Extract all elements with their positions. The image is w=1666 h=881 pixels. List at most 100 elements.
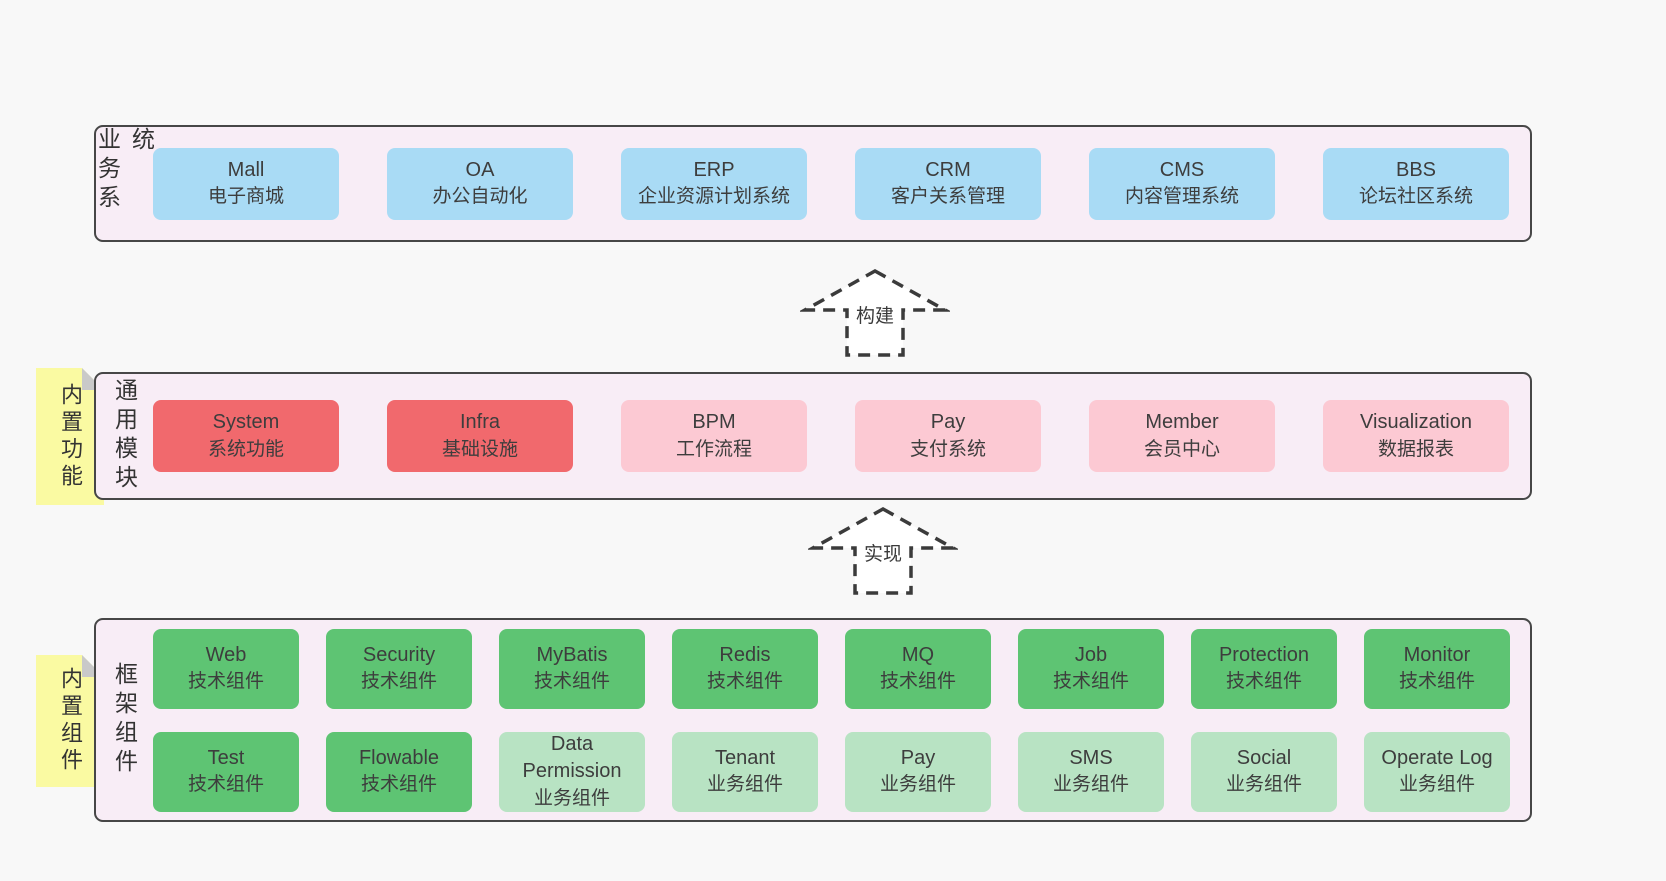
box-system-desc: 系统功能	[207, 438, 284, 460]
box-tenant-desc: 业务组件	[706, 774, 783, 796]
box-pay: Pay 支付系统	[855, 400, 1041, 472]
box-oa-name: OA	[465, 158, 495, 181]
box-mall-desc: 电子商城	[207, 186, 284, 208]
box-pay-biz-desc: 业务组件	[879, 774, 956, 796]
layer-business-systems: 业务系统 Mall 电子商城 OA 办公自动化 ERP 企业资源计划系统 CRM…	[94, 125, 1532, 242]
box-bpm-name: BPM	[692, 411, 736, 434]
box-cms-name: CMS	[1159, 158, 1205, 181]
box-erp: ERP 企业资源计划系统	[621, 147, 807, 220]
box-system: System 系统功能	[153, 400, 339, 472]
box-social-name: Social	[1236, 746, 1292, 769]
business-systems-row: Mall 电子商城 OA 办公自动化 ERP 企业资源计划系统 CRM 客户关系…	[153, 147, 1509, 220]
common-modules-row: System 系统功能 Infra 基础设施 BPM 工作流程 Pay 支付系统…	[153, 400, 1509, 472]
box-pay-biz-name: Pay	[900, 746, 936, 769]
framework-components-row-2: Test 技术组件 Flowable 技术组件 Data Permission …	[153, 731, 1510, 812]
box-data-permission-name: Data Permission	[522, 732, 622, 783]
box-operate-log-desc: 业务组件	[1398, 774, 1475, 796]
box-mybatis: MyBatis 技术组件	[499, 628, 645, 709]
layer-framework-components: 框架组件 Web 技术组件 Security 技术组件 MyBatis 技术组件…	[94, 618, 1532, 822]
box-sms-name: SMS	[1069, 746, 1113, 769]
box-test: Test 技术组件	[153, 731, 299, 812]
box-flowable: Flowable 技术组件	[326, 731, 472, 812]
framework-components-row-1: Web 技术组件 Security 技术组件 MyBatis 技术组件 Redi…	[153, 628, 1510, 709]
box-erp-name: ERP	[693, 158, 735, 181]
layer-business-systems-label: 业务系统	[94, 127, 155, 214]
box-sms: SMS 业务组件	[1018, 731, 1164, 812]
box-monitor-name: Monitor	[1403, 643, 1471, 666]
box-system-name: System	[212, 411, 280, 434]
box-bpm-desc: 工作流程	[675, 438, 752, 460]
box-security-desc: 技术组件	[360, 671, 437, 693]
box-member-desc: 会员中心	[1143, 438, 1220, 460]
arrow-implement: 实现	[808, 506, 958, 596]
box-bbs: BBS 论坛社区系统	[1323, 147, 1509, 220]
layer-common-modules-label: 通用模块	[111, 378, 138, 494]
box-tenant-name: Tenant	[714, 746, 776, 769]
box-tenant: Tenant 业务组件	[672, 731, 818, 812]
sticky-built-in-components: 内置组件	[36, 655, 104, 787]
box-redis-desc: 技术组件	[706, 671, 783, 693]
box-monitor: Monitor 技术组件	[1364, 628, 1510, 709]
box-monitor-desc: 技术组件	[1398, 671, 1475, 693]
box-member-name: Member	[1145, 411, 1219, 434]
box-crm-name: CRM	[925, 158, 971, 181]
box-bpm: BPM 工作流程	[621, 400, 807, 472]
box-test-desc: 技术组件	[187, 774, 264, 796]
box-mq-name: MQ	[901, 643, 935, 666]
box-social: Social 业务组件	[1191, 731, 1337, 812]
box-crm: CRM 客户关系管理	[855, 147, 1041, 220]
box-job-name: Job	[1074, 643, 1108, 666]
box-pay-name: Pay	[930, 411, 966, 434]
box-flowable-desc: 技术组件	[360, 774, 437, 796]
box-mall-name: Mall	[227, 158, 265, 181]
box-pay-desc: 支付系统	[909, 438, 986, 460]
box-oa-desc: 办公自动化	[432, 186, 528, 208]
layer-common-modules: 通用模块 System 系统功能 Infra 基础设施 BPM 工作流程 Pay…	[94, 372, 1532, 500]
box-protection-desc: 技术组件	[1225, 671, 1302, 693]
box-mybatis-name: MyBatis	[536, 643, 608, 666]
box-operate-log: Operate Log 业务组件	[1364, 731, 1510, 812]
box-flowable-name: Flowable	[358, 746, 440, 769]
layer-framework-components-label: 框架组件	[111, 662, 138, 778]
box-cms-desc: 内容管理系统	[1124, 186, 1239, 208]
arrow-implement-label: 实现	[860, 539, 906, 566]
box-infra: Infra 基础设施	[387, 400, 573, 472]
box-visualization: Visualization 数据报表	[1323, 400, 1509, 472]
box-data-permission: Data Permission 业务组件	[499, 731, 645, 812]
box-member: Member 会员中心	[1089, 400, 1275, 472]
box-visualization-name: Visualization	[1360, 411, 1472, 434]
box-job-desc: 技术组件	[1052, 671, 1129, 693]
sticky-built-in-features: 内置功能	[36, 368, 104, 505]
box-job: Job 技术组件	[1018, 628, 1164, 709]
box-data-permission-desc: 业务组件	[533, 787, 610, 809]
box-pay-biz: Pay 业务组件	[845, 731, 991, 812]
arrow-build: 构建	[800, 268, 950, 358]
box-erp-desc: 企业资源计划系统	[637, 186, 790, 208]
box-sms-desc: 业务组件	[1052, 774, 1129, 796]
box-mall: Mall 电子商城	[153, 147, 339, 220]
box-operate-log-name: Operate Log	[1381, 746, 1493, 769]
box-web: Web 技术组件	[153, 628, 299, 709]
box-web-name: Web	[205, 643, 247, 666]
box-visualization-desc: 数据报表	[1377, 438, 1454, 460]
box-cms: CMS 内容管理系统	[1089, 147, 1275, 220]
box-social-desc: 业务组件	[1225, 774, 1302, 796]
box-security-name: Security	[362, 643, 436, 666]
box-protection-name: Protection	[1218, 643, 1310, 666]
box-infra-desc: 基础设施	[441, 438, 518, 460]
box-security: Security 技术组件	[326, 628, 472, 709]
box-bbs-name: BBS	[1395, 158, 1437, 181]
box-bbs-desc: 论坛社区系统	[1358, 186, 1473, 208]
box-protection: Protection 技术组件	[1191, 628, 1337, 709]
box-mybatis-desc: 技术组件	[533, 671, 610, 693]
box-test-name: Test	[207, 746, 245, 769]
box-redis: Redis 技术组件	[672, 628, 818, 709]
arrow-build-label: 构建	[852, 301, 898, 328]
box-web-desc: 技术组件	[187, 671, 264, 693]
box-redis-name: Redis	[719, 643, 771, 666]
box-crm-desc: 客户关系管理	[890, 186, 1005, 208]
box-mq-desc: 技术组件	[879, 671, 956, 693]
box-mq: MQ 技术组件	[845, 628, 991, 709]
box-oa: OA 办公自动化	[387, 147, 573, 220]
